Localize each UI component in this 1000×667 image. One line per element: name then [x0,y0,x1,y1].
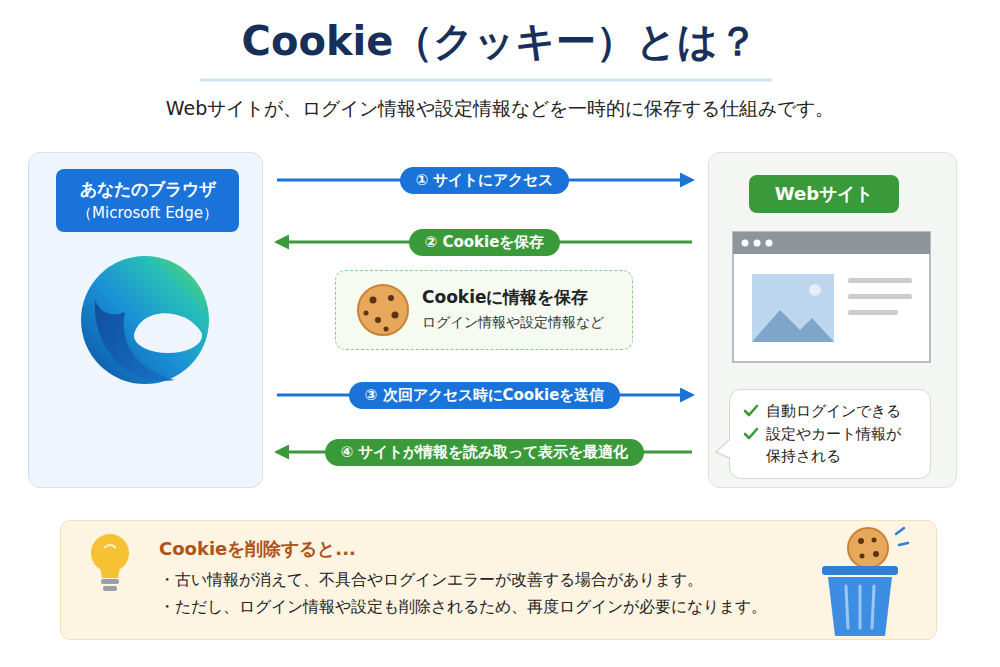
bubble-tail [716,440,731,458]
subheading-text: （Microsoft Edge） [60,204,235,223]
lightbulb-icon [91,534,129,591]
note-heading: Cookieを削除すると... [159,537,806,561]
browser-heading-pill: あなたのブラウザ （Microsoft Edge） [56,169,239,232]
title-text: Cookie（クッキー）とは？ [0,14,1000,69]
bullet-text: ・古い情報が消えて、不具合やログインエラーが改善する場合があります。 [159,567,806,594]
step-label: ③ 次回アクセス時にCookieを送信 [349,382,621,409]
heading-text: あなたのブラウザ [60,178,235,201]
cookie-icon [358,285,408,335]
website-panel: Webサイト自動ログインできる設定やカート情報が保持される [708,152,957,488]
checkmark-icons [736,390,766,480]
delete-note-panel: Cookieを削除すると... ・古い情報が消えて、不具合やログインエラーが改善す… [60,520,937,640]
website-heading-pill: Webサイト [749,175,899,213]
bullet-text: ・ただし、ログイン情報や設定も削除されるため、再度ログインが必要になります。 [159,594,806,621]
heading-text: Webサイト [753,182,895,206]
step-label: ② Cookieを保存 [409,229,561,256]
step-label: ① サイトにアクセス [400,167,570,194]
step-label: ④ サイトが情報を読み取って表示を最適化 [325,439,645,466]
title-underline [200,79,772,82]
speech-bubble: 自動ログインできる設定やカート情報が保持される [729,389,931,479]
browser-panel: あなたのブラウザ （Microsoft Edge） [28,152,263,488]
check-item-text: 自動ログインできる [766,400,911,423]
note-heading: Cookieに情報を保存 [422,286,624,309]
subtitle-text: Webサイトが、ログイン情報や設定情報などを一時的に保存する仕組みです。 [0,96,1000,122]
trash-can-icon [822,528,908,636]
note-body: ログイン情報や設定情報など [422,314,624,332]
browser-window-icon [733,232,930,362]
cookie-note-box: Cookieに情報を保存ログイン情報や設定情報など [335,270,633,350]
edge-logo [81,256,209,384]
check-item-text: 設定やカート情報が保持される [766,423,911,468]
